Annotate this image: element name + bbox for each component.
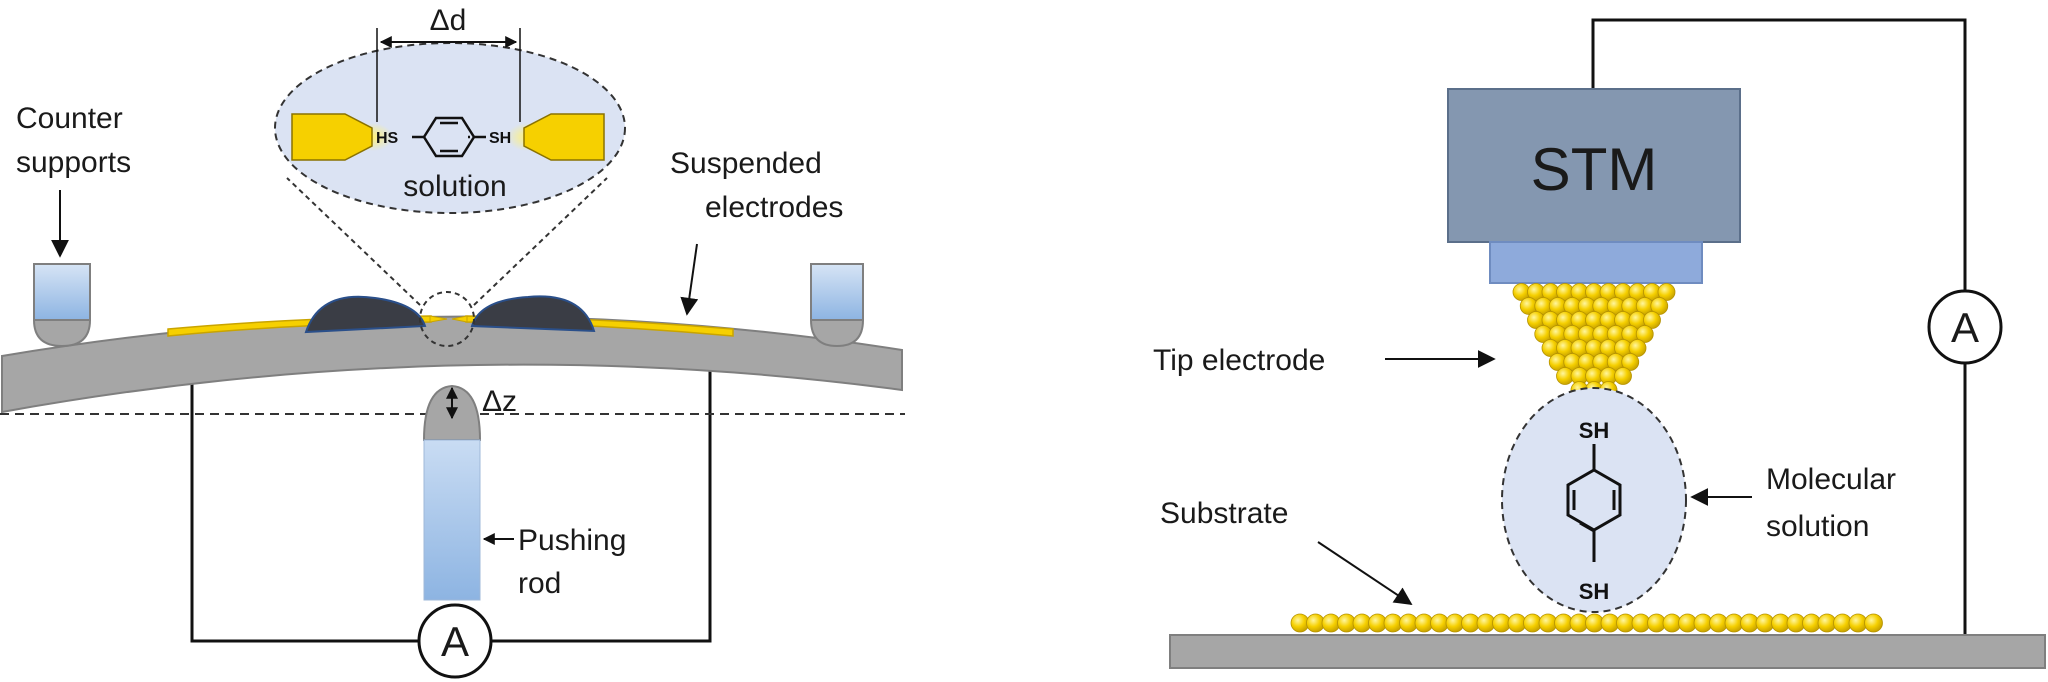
glue-blob-right xyxy=(470,295,596,333)
left-circuit-wire xyxy=(190,335,712,643)
molecular-solution-label-line1: Molecular xyxy=(1766,463,1896,496)
gold-atom xyxy=(1657,283,1676,301)
substrate-plate xyxy=(1169,634,2046,669)
sh-top-label: SH xyxy=(1579,418,1610,443)
counter-support-left xyxy=(33,263,91,348)
suspended-electrodes-arrow xyxy=(680,243,699,316)
substrate-atom-layer xyxy=(1290,613,1883,633)
junction-tip-right xyxy=(451,315,468,323)
pushing-rod-label-line2: rod xyxy=(518,567,561,600)
stm-label: STM xyxy=(1531,136,1658,203)
molecular-solution-bubble xyxy=(1501,387,1687,613)
inset-electrodes xyxy=(291,113,605,161)
zoom-line-left xyxy=(286,177,421,306)
pushing-rod-label-line1: Pushing xyxy=(518,524,626,557)
ammeter-right-label: A xyxy=(1951,304,1979,351)
ammeter-right xyxy=(1927,289,2003,365)
benzene-dithiol-inset xyxy=(412,116,486,158)
hs-label: HS xyxy=(376,130,399,147)
stm-base xyxy=(1489,241,1703,284)
gold-atom xyxy=(1635,325,1654,343)
pushing-rod xyxy=(422,384,482,601)
sh-label: SH xyxy=(489,130,511,147)
gold-atom xyxy=(1643,311,1661,329)
benzene-dithiol xyxy=(1566,444,1622,562)
molecular-solution-label-line2: solution xyxy=(1766,510,1869,543)
sh-bottom-label: SH xyxy=(1579,579,1610,604)
substrate-arrow xyxy=(1317,541,1413,605)
suspended-electrodes-label-line1: Suspended xyxy=(670,147,822,180)
gold-atom xyxy=(1614,367,1632,385)
suspended-electrodes-label-line2: electrodes xyxy=(705,191,843,224)
left-panel: HS SH solution Δd Δz Counter supports Su… xyxy=(0,4,905,679)
counter-supports-label-line2: supports xyxy=(16,146,131,179)
gold-atom xyxy=(1864,613,1883,633)
ammeter-left xyxy=(417,603,493,679)
substrate-label: Substrate xyxy=(1160,497,1288,530)
ammeter-left-label: A xyxy=(441,618,469,665)
zoom-line-right xyxy=(473,177,608,306)
delta-d-label: Δd xyxy=(430,4,467,37)
junction-zoom-circle xyxy=(419,291,475,347)
gold-atom xyxy=(1650,297,1669,315)
junction-tip-left xyxy=(429,315,448,323)
solution-label: solution xyxy=(403,170,506,203)
gold-atom xyxy=(1628,339,1647,357)
tip-electrode-label: Tip electrode xyxy=(1153,344,1325,377)
right-panel: STM SH SH Tip electrode Substrate Molecu… xyxy=(1153,18,2046,669)
counter-support-right xyxy=(810,263,864,348)
glue-blob-left xyxy=(304,295,427,334)
delta-z-label: Δz xyxy=(482,385,517,418)
counter-supports-label-line1: Counter xyxy=(16,102,123,135)
gold-atom xyxy=(1621,353,1640,371)
